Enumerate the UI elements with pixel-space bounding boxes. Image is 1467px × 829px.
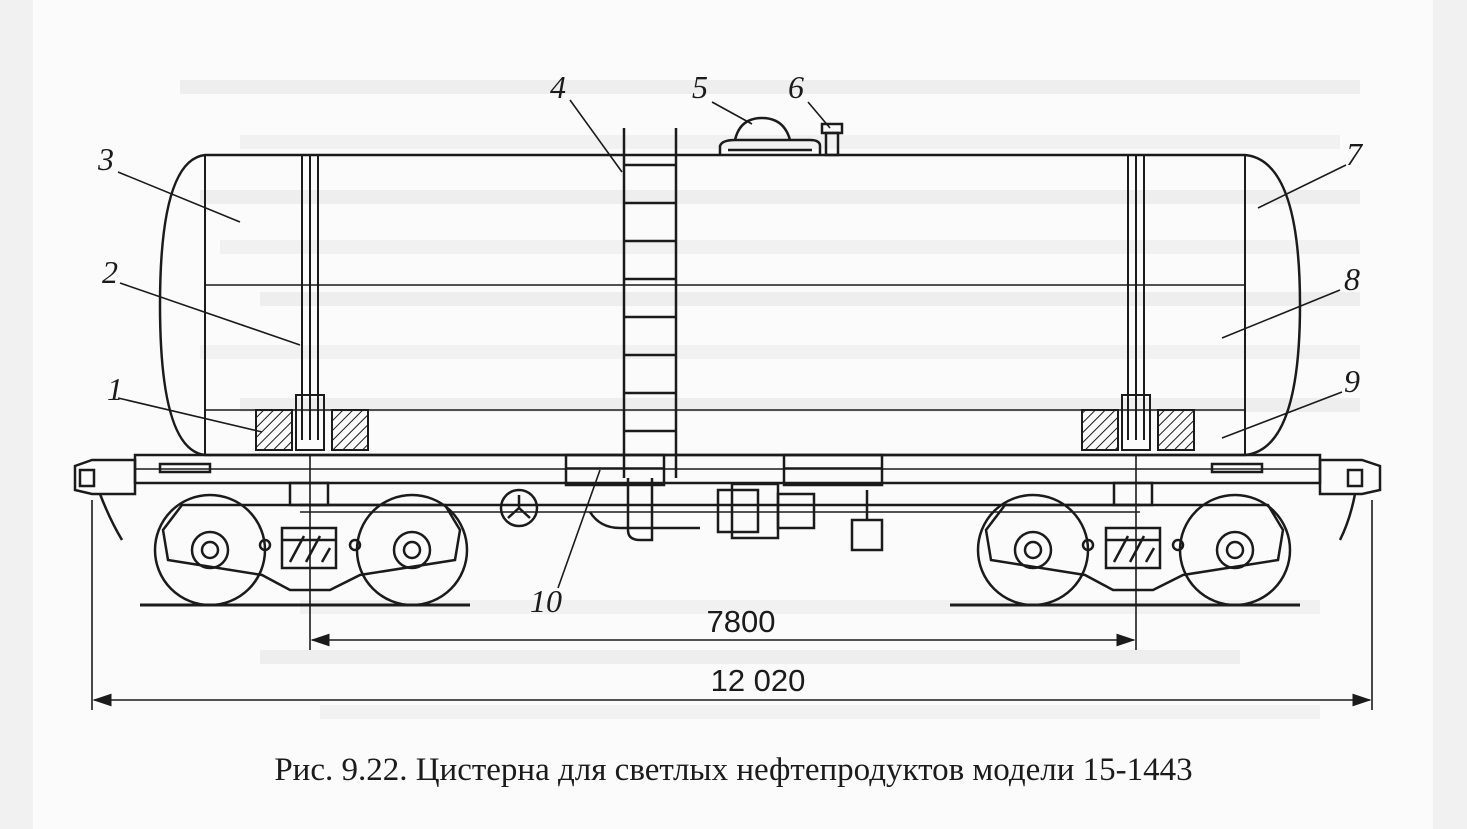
dimension-base: 7800 bbox=[707, 604, 776, 639]
safety-valve bbox=[820, 122, 844, 157]
manhole-dome bbox=[718, 116, 822, 155]
drain-valve-housing bbox=[564, 453, 884, 542]
callout-6: 6 bbox=[788, 69, 804, 105]
dimension-overall: 12 020 bbox=[711, 663, 806, 698]
callout-2: 2 bbox=[102, 254, 118, 290]
bogie-left bbox=[153, 481, 469, 607]
callout-9: 9 bbox=[1344, 363, 1360, 399]
underframe bbox=[73, 453, 1382, 541]
bogie-right bbox=[976, 481, 1292, 607]
callout-5: 5 bbox=[692, 69, 708, 105]
callout-7: 7 bbox=[1346, 136, 1364, 172]
callout-10: 10 bbox=[530, 583, 562, 619]
callout-4: 4 bbox=[550, 69, 566, 105]
dimension-lines bbox=[91, 455, 1373, 710]
ladder bbox=[622, 128, 678, 478]
bleed-through-texture bbox=[180, 80, 1360, 719]
callout-8: 8 bbox=[1344, 261, 1360, 297]
callout-1: 1 bbox=[107, 371, 123, 407]
callout-leaders bbox=[117, 99, 1347, 589]
bolster-blocks bbox=[255, 409, 1195, 451]
figure-caption: Рис. 9.22. Цистерна для светлых нефтепро… bbox=[274, 752, 1193, 788]
callout-3: 3 bbox=[97, 141, 114, 177]
tank-straps bbox=[295, 155, 1151, 451]
